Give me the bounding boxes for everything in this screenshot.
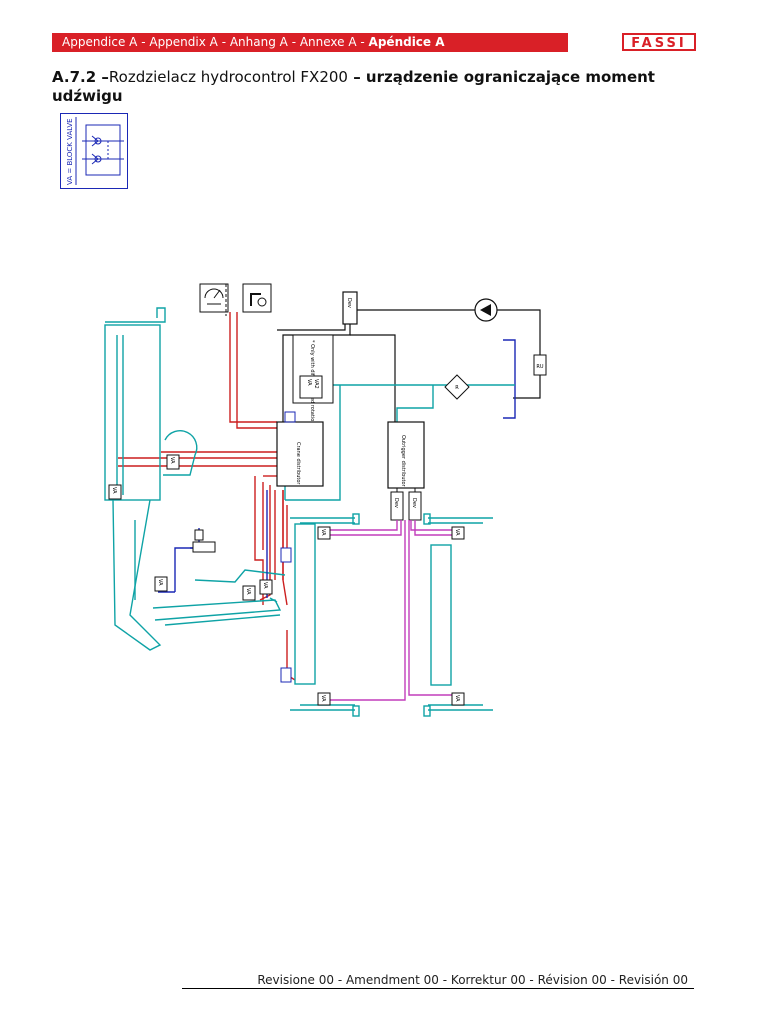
footer-sep-4: - [606, 973, 619, 987]
outrigger-distributor-label: Outrigger distributor [400, 435, 406, 488]
differentiated-rotation-box: * Only with differentiated rotation VA V… [292, 334, 334, 424]
va-label-rot: VA [306, 379, 312, 386]
footer-en: Amendment 00 [345, 973, 439, 987]
crane-structure [104, 307, 286, 651]
banner-sep-2: - [217, 35, 230, 49]
va-outrigger-3: VA [317, 692, 331, 706]
filter-symbol: R [444, 374, 470, 400]
pump-symbol [474, 298, 498, 322]
va-label-c4: VA [245, 588, 251, 595]
banner-it: Appendice A [62, 35, 138, 49]
va-label-o2: VA [454, 529, 460, 536]
va-label-o1: VA [320, 529, 326, 536]
outrigger-distributor: Outrigger distributor [387, 421, 425, 489]
banner-sep-1: - [137, 35, 150, 49]
va-crane-4: VA [242, 585, 256, 601]
extension-valve-1 [280, 547, 292, 563]
va-crane-5: VA [259, 579, 273, 595]
filter-label: R [455, 385, 459, 391]
banner-en: Appendix A [149, 35, 218, 49]
fassi-logo: FASSI [622, 33, 696, 51]
dev-box-right: Dev [408, 491, 422, 521]
dev-box-top: Dev [346, 298, 352, 308]
ru-element: RU [533, 354, 547, 376]
banner-de: Anhang A [229, 35, 288, 49]
tank-bracket [503, 339, 516, 419]
control-valve [192, 529, 216, 553]
footer: Revisione 00 - Amendment 00 - Korrektur … [182, 973, 694, 989]
outrigger-cylinders [290, 513, 493, 717]
va-label-c3: VA [157, 579, 163, 586]
va-crane-1: VA [166, 454, 180, 470]
crane-distributor: Crane distributor [276, 411, 324, 487]
extension-valve-2 [280, 667, 292, 683]
section-dash: – [96, 68, 109, 86]
va-label-c1: VA [169, 457, 175, 464]
va-outrigger-4: VA [451, 692, 465, 706]
red-lines [118, 312, 296, 681]
banner-es: Apéndice A [368, 35, 445, 49]
section-title-bold: – urządzenie ograniczające moment udźwig… [52, 68, 655, 105]
section-title-regular: Rozdzielacz hydrocontrol FX200 [108, 68, 348, 86]
dev-label-right: Dev [411, 498, 417, 508]
footer-sep-3: - [525, 973, 538, 987]
footer-it: Revisione 00 [257, 973, 334, 987]
ru-label: RU [536, 364, 543, 370]
banner-sep-3: - [287, 35, 300, 49]
dev-box-left: Dev [390, 491, 404, 521]
section-title: A.7.2 –Rozdzielacz hydrocontrol FX200 – … [52, 68, 692, 106]
footer-revision: Revisione 00 - Amendment 00 - Korrektur … [257, 973, 688, 987]
outrigger-lines [327, 520, 455, 701]
footer-de: Korrektur 00 [450, 973, 526, 987]
logo-text: FASSI [631, 36, 686, 51]
footer-sep-2: - [438, 973, 451, 987]
va-label-o3: VA [320, 695, 326, 702]
legend-label: VA = BLOCK VALVE [66, 118, 74, 185]
banner-fr: Annexe A [299, 35, 357, 49]
crane-distributor-label: Crane distributor [295, 442, 301, 485]
hydraulic-diagram: RU R * Only with differentiated rotation… [104, 283, 547, 717]
block-valve-legend: VA = BLOCK VALVE [60, 113, 128, 189]
va-crane-2: VA [108, 484, 122, 500]
dev-label-left: Dev [393, 498, 399, 508]
va-label-c5: VA [262, 582, 268, 589]
banner-sep-4: - [356, 35, 369, 49]
va-outrigger-2: VA [451, 526, 465, 540]
section-number: A.7.2 [52, 68, 97, 86]
limiter-symbol [199, 283, 229, 313]
va-crane-3: VA [154, 576, 168, 592]
va-outrigger-1: VA [317, 526, 331, 540]
va-label-c2: VA [111, 487, 117, 494]
banner-text: Appendice A - Appendix A - Anhang A - An… [62, 35, 445, 49]
va2-label: VA2 [313, 379, 319, 389]
va-label-o4: VA [454, 695, 460, 702]
footer-fr: Révision 00 [537, 973, 607, 987]
pressure-switch-symbol [242, 283, 272, 313]
header-banner: Appendice A - Appendix A - Anhang A - An… [52, 33, 568, 52]
footer-sep-1: - [334, 973, 346, 987]
dev-label-top: Dev [346, 298, 352, 308]
footer-es: Revisión 00 [618, 973, 688, 987]
